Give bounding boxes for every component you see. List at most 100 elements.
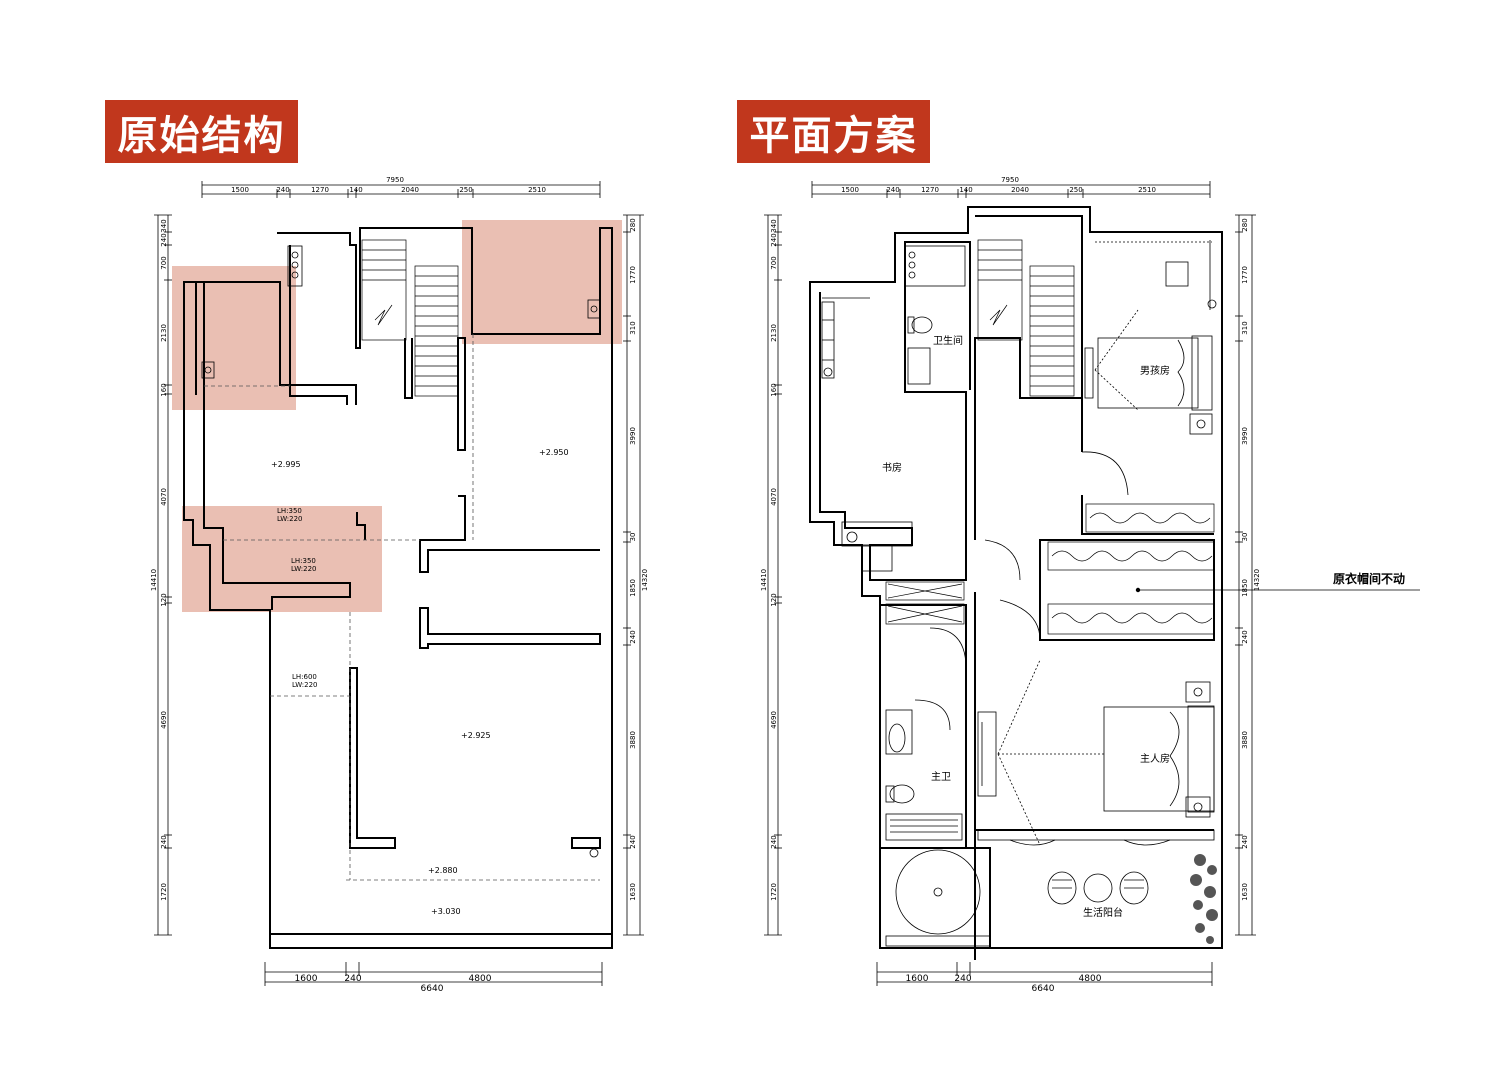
right-plan: 7950 1500 240 1270 140 2040 250 2510 340… (760, 176, 1420, 994)
bottom-dimension (264, 962, 603, 986)
dim-top-7-r: 2510 (1138, 186, 1156, 194)
dim-left-10: 1720 (160, 883, 168, 901)
left-plan-beam-notes: LH:350 LW:220 LH:350 LW:220 LH:600 LW:22… (277, 507, 318, 689)
elevation-1: +2.995 (271, 460, 301, 469)
right-plan-walls (809, 206, 1223, 960)
right-plan-boys-room-furniture (1081, 240, 1217, 496)
dim-bottom-total-r: 6640 (1032, 984, 1055, 994)
dim-right-8: 3880 (629, 731, 637, 749)
highlight-zone-topright (462, 220, 622, 344)
dim-top-3-r: 1270 (921, 186, 939, 194)
dim-left-8: 4690 (160, 711, 168, 729)
annotation-wardrobe-unchanged: 原衣帽间不动 (1333, 571, 1405, 586)
dim-right-8-r: 3880 (1241, 731, 1249, 749)
dim-right-2: 1770 (629, 266, 637, 284)
dim-left-3: 700 (160, 256, 168, 269)
beam-1-lw: LW:220 (277, 515, 303, 523)
dim-left-total: 14410 (150, 569, 158, 591)
dim-left-1-r: 340 (770, 219, 778, 232)
dim-top-7: 2510 (528, 186, 546, 194)
plant-icon (1190, 854, 1218, 944)
dim-top-5-r: 2040 (1011, 186, 1029, 194)
top-dimension-labels-r: 7950 1500 240 1270 140 2040 250 2510 (841, 176, 1156, 194)
dim-right-5-r: 30 (1241, 533, 1249, 542)
elevation-2: +2.950 (539, 448, 569, 457)
dim-top-6: 250 (459, 186, 472, 194)
left-plan-fixtures (201, 245, 601, 858)
dim-right-6: 1850 (629, 579, 637, 597)
dim-right-9-r: 240 (1241, 835, 1249, 848)
dim-left-3-r: 700 (770, 256, 778, 269)
dim-top-6-r: 250 (1069, 186, 1082, 194)
dim-top-1-r: 1500 (841, 186, 859, 194)
dim-left-4-r: 2130 (770, 324, 778, 342)
left-plan-elevations: +2.995 +2.950 +2.925 +2.880 +3.030 (271, 448, 569, 916)
dim-left-9-r: 240 (770, 835, 778, 848)
dim-top-3: 1270 (311, 186, 329, 194)
room-label-bathroom: 卫生间 (933, 334, 963, 347)
room-label-balcony: 生活阳台 (1083, 906, 1123, 919)
top-dimension (201, 181, 601, 198)
elevation-3: +2.925 (461, 731, 491, 740)
dim-left-2-r: 240 (770, 233, 778, 246)
dim-top-total-r: 7950 (1001, 176, 1019, 184)
dim-bottom-2: 240 (344, 974, 361, 984)
top-dimension-r (811, 181, 1211, 198)
right-dimension-labels-r: 280 1770 310 3990 30 1850 240 3880 240 1… (1241, 218, 1261, 901)
original-structure-title: 原始结构 (105, 100, 298, 163)
dim-top-4-r: 140 (959, 186, 972, 194)
elevation-5: +3.030 (431, 907, 461, 916)
beam-1-lh: LH:350 (277, 507, 302, 515)
dim-right-total-r: 14320 (1253, 569, 1261, 591)
right-plan-stairs (977, 239, 1075, 397)
dim-left-6-r: 4070 (770, 488, 778, 506)
dim-bottom-3-r: 4800 (1079, 974, 1102, 984)
dim-right-3: 310 (629, 321, 637, 334)
dim-top-4: 140 (349, 186, 362, 194)
dim-right-7-r: 240 (1241, 630, 1249, 643)
dim-bottom-1: 1600 (295, 974, 318, 984)
right-plan-room-labels: 卫生间 书房 男孩房 主卫 主人房 生活阳台 (882, 334, 1170, 919)
room-label-master-bath: 主卫 (931, 771, 951, 783)
dim-left-total-r: 14410 (760, 569, 768, 591)
left-plan-walls (183, 227, 613, 949)
dim-left-7: 120 (160, 593, 168, 606)
left-dimension-labels-r: 340 240 700 2130 160 4070 120 4690 240 1… (760, 219, 778, 901)
dim-right-total: 14320 (641, 569, 649, 591)
bottom-dimension-r (876, 962, 1213, 986)
bottom-dimension-labels: 1600 240 4800 6640 (295, 974, 492, 994)
dim-right-9: 240 (629, 835, 637, 848)
right-plan-master-room-furniture (914, 539, 1215, 846)
dim-left-6: 4070 (160, 488, 168, 506)
top-dimension-labels: 7950 1500 240 1270 140 2040 250 2510 (231, 176, 546, 194)
left-plan-stairs (361, 239, 459, 397)
left-plan-beams (204, 334, 600, 881)
beam-2-lw: LW:220 (291, 565, 317, 573)
dim-right-1: 280 (629, 218, 637, 231)
dim-right-3-r: 310 (1241, 321, 1249, 334)
annotation-leader (1135, 587, 1420, 593)
left-dimension-r (764, 214, 782, 936)
floor-plan-title: 平面方案 (737, 100, 930, 163)
dim-bottom-3: 4800 (469, 974, 492, 984)
dim-left-2: 240 (160, 233, 168, 246)
dim-top-5: 2040 (401, 186, 419, 194)
dim-right-6-r: 1850 (1241, 579, 1249, 597)
dim-right-4-r: 3990 (1241, 427, 1249, 445)
elevation-4: +2.880 (428, 866, 458, 875)
right-plan-bathroom-fixtures (885, 245, 966, 841)
dim-left-4: 2130 (160, 324, 168, 342)
left-plan: 7950 1500 240 1270 140 2040 250 2510 340… (150, 176, 649, 994)
highlight-zone-kitchen (172, 266, 296, 410)
dim-top-total: 7950 (386, 176, 404, 184)
right-dimension (623, 214, 644, 936)
dim-top-2-r: 240 (886, 186, 899, 194)
right-dimension-r (1235, 214, 1256, 936)
right-plan-wardrobes (885, 503, 1215, 635)
beam-3-lw: LW:220 (292, 681, 318, 689)
left-dimension (154, 214, 172, 936)
right-plan-balcony-furniture (885, 839, 1171, 947)
bottom-dimension-labels-r: 1600 240 4800 6640 (906, 974, 1102, 994)
dim-left-5-r: 160 (770, 383, 778, 396)
